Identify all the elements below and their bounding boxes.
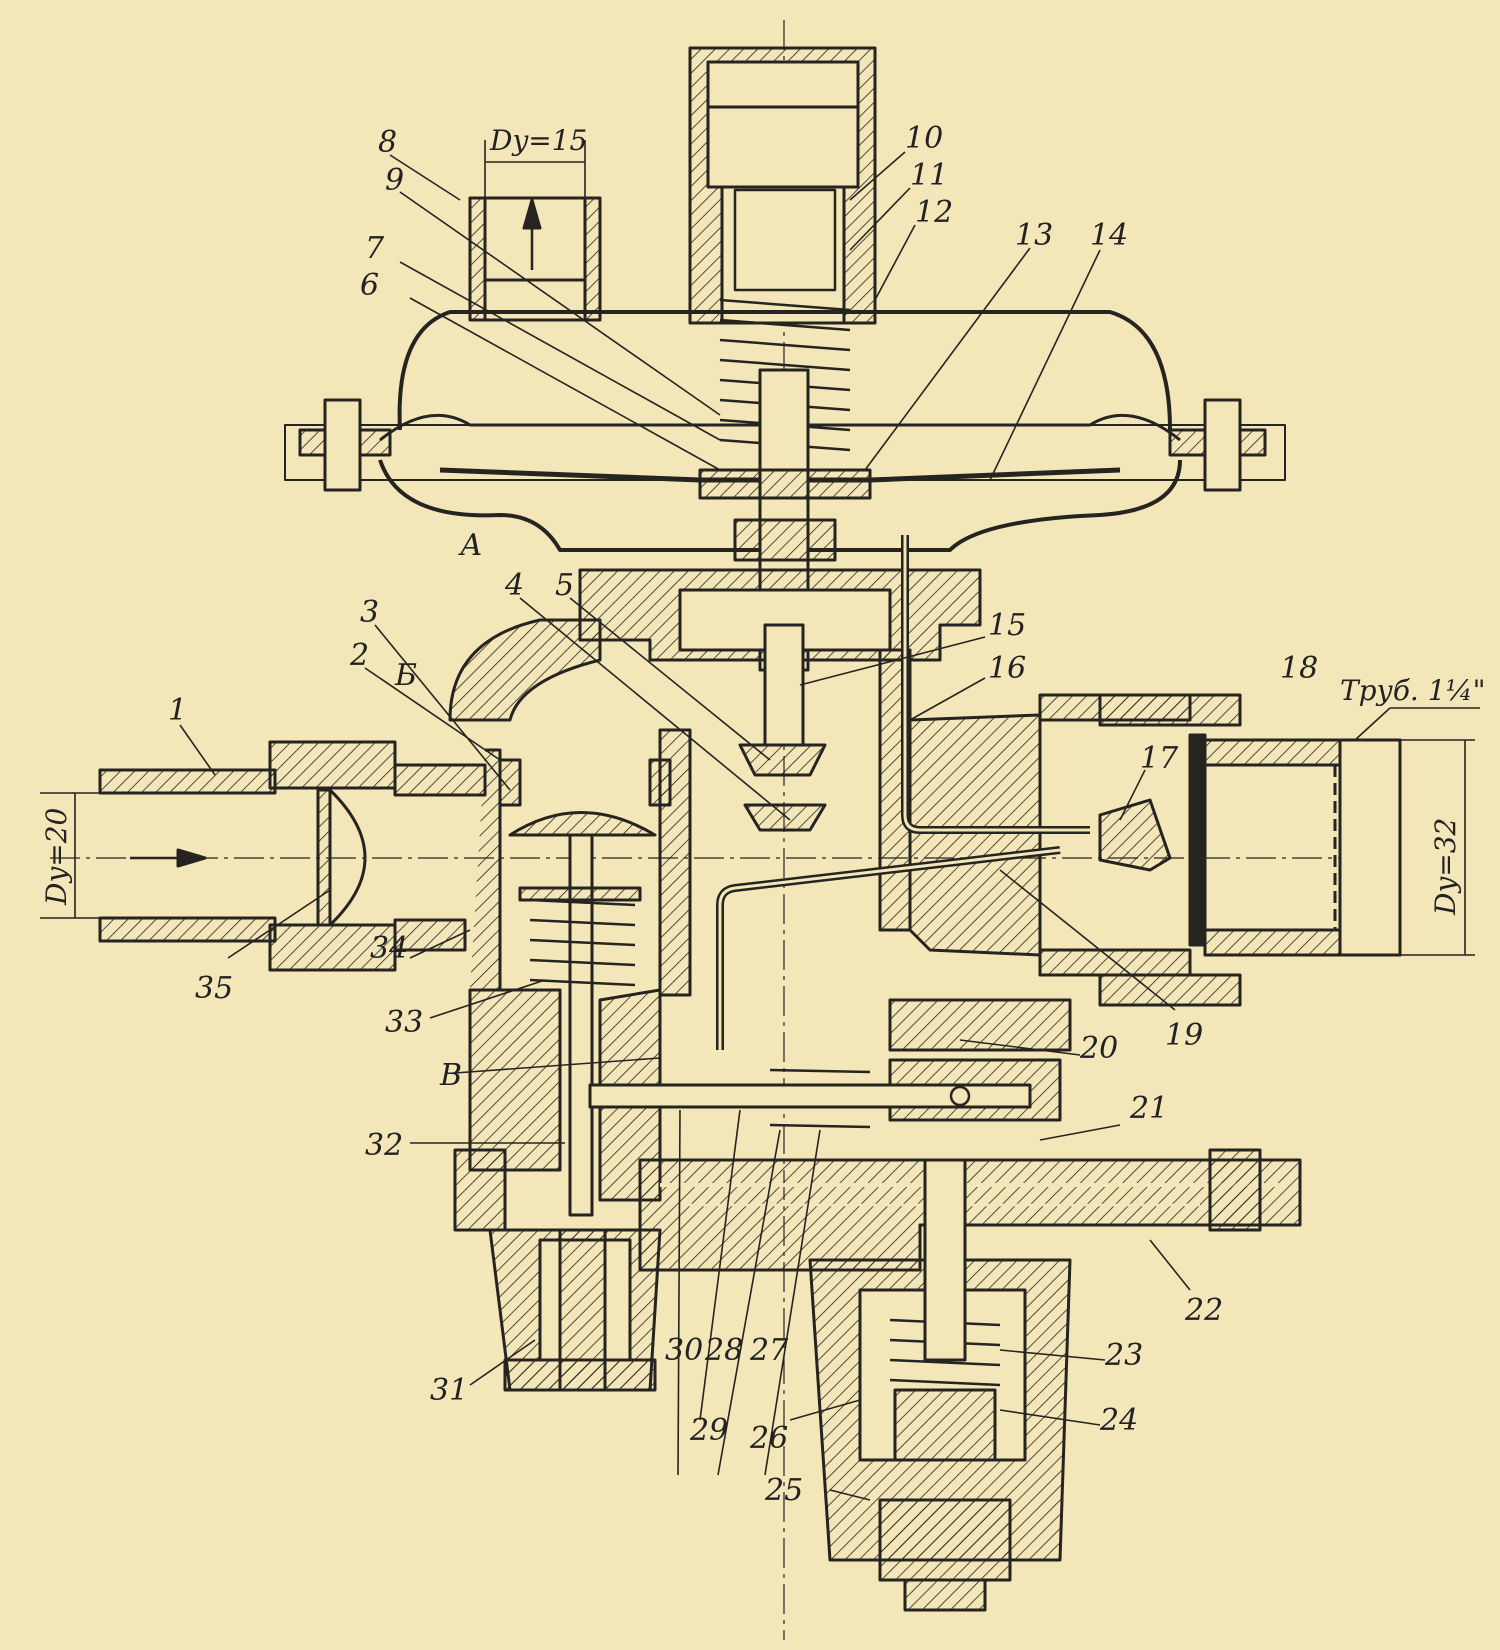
- callout-33: 33: [385, 1005, 423, 1040]
- callout-13: 13: [1015, 218, 1053, 253]
- valve-seat: [743, 803, 827, 832]
- dimension-labels: Dy=15 Dy=20 Dy=32 Труб. 1¼": [40, 124, 1486, 916]
- callout-24: 24: [1099, 1403, 1138, 1438]
- callout-8: 8: [378, 125, 397, 160]
- callout-21: 21: [1129, 1091, 1168, 1126]
- callout-12: 12: [915, 195, 953, 230]
- dimension-lines: [40, 140, 1480, 956]
- chamber-a: А: [458, 528, 483, 563]
- callout-23: 23: [1104, 1338, 1143, 1373]
- callout-4: 4: [504, 568, 524, 603]
- inlet-union: [268, 740, 397, 790]
- dim-outlet-top: Dy=15: [489, 124, 587, 157]
- callout-labels: 1 2 3 4 5 6 7 8 9 10 11 12 13 14 15 16 1…: [168, 121, 1318, 1508]
- shutoff-stem: [568, 833, 594, 1217]
- callout-11: 11: [910, 158, 948, 193]
- dim-outlet-pipe: Труб. 1¼": [1340, 674, 1486, 707]
- callout-32: 32: [365, 1128, 403, 1163]
- callout-22: 22: [1184, 1293, 1223, 1328]
- callout-25: 25: [764, 1473, 803, 1508]
- chamber-b: Б: [394, 658, 417, 693]
- callout-31: 31: [430, 1373, 468, 1408]
- outlet-body: [908, 713, 1042, 957]
- shutoff-disc: [508, 811, 657, 837]
- filter-screen: [328, 788, 367, 927]
- dim-outlet: Dy=32: [1429, 818, 1462, 916]
- callout-3: 3: [360, 595, 379, 630]
- callout-34: 34: [370, 931, 408, 966]
- shutoff-spring: [529, 898, 636, 987]
- drawing-geometry: [50, 20, 1402, 1640]
- callout-28: 28: [704, 1333, 743, 1368]
- lower-cover: [378, 459, 1182, 552]
- leader-lines: [179, 151, 1191, 1501]
- lever: [588, 1083, 1032, 1109]
- upper-cover: [397, 310, 1172, 431]
- callout-16: 16: [988, 651, 1026, 686]
- chamber-v: В: [439, 1058, 462, 1093]
- callout-6: 6: [360, 268, 379, 303]
- callout-18: 18: [1280, 651, 1318, 686]
- callout-15: 15: [988, 608, 1026, 643]
- dim-inlet: Dy=20: [40, 808, 73, 906]
- nozzle: [1098, 798, 1172, 872]
- callout-7: 7: [365, 231, 385, 266]
- callout-29: 29: [689, 1413, 728, 1448]
- callout-17: 17: [1140, 741, 1179, 776]
- callout-27: 27: [749, 1333, 789, 1368]
- callout-30: 30: [665, 1333, 703, 1368]
- inlet-pipe: [98, 768, 277, 795]
- callout-5: 5: [555, 568, 574, 603]
- callout-9: 9: [385, 163, 404, 198]
- callout-35: 35: [195, 971, 233, 1006]
- callout-2: 2: [349, 638, 369, 673]
- callout-1: 1: [168, 693, 187, 728]
- callout-26: 26: [749, 1421, 788, 1456]
- callout-10: 10: [905, 121, 943, 156]
- callout-20: 20: [1079, 1031, 1118, 1066]
- callout-19: 19: [1165, 1018, 1203, 1053]
- callout-14: 14: [1090, 218, 1128, 253]
- chamber-labels: А Б В: [394, 528, 483, 1093]
